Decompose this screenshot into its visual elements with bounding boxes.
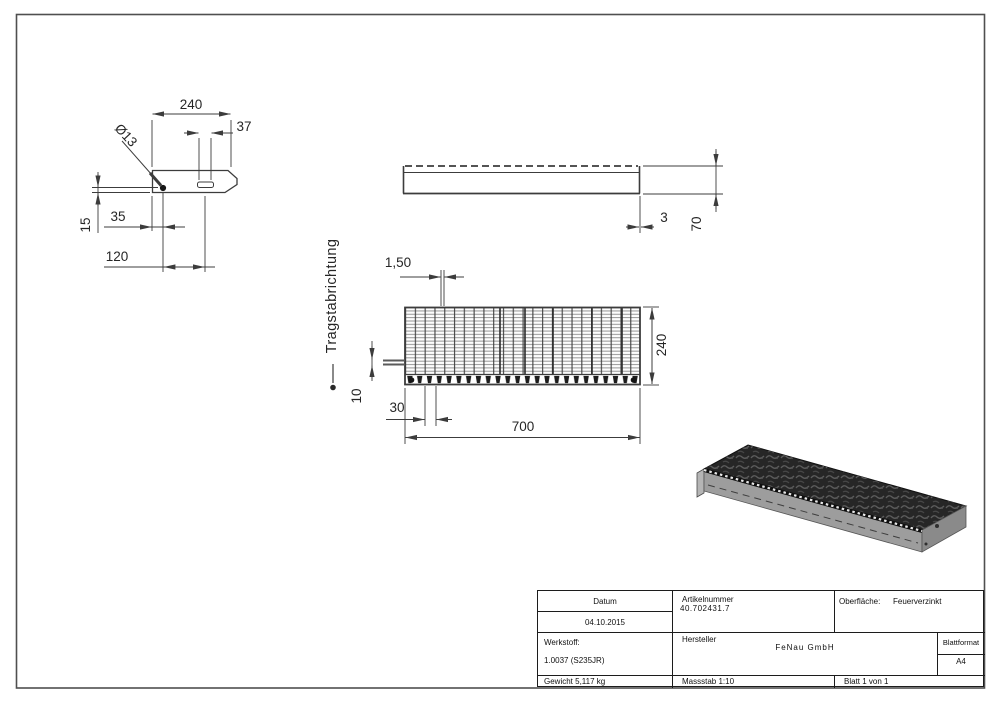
dim-10: 10 [349, 388, 364, 403]
dim-3: 3 [660, 210, 668, 225]
artikelnummer-label: Artikelnummer [682, 595, 734, 604]
dim-240-top: 240 [180, 97, 203, 112]
isometric-view [696, 444, 968, 553]
datum-value: 04.10.2015 [584, 618, 626, 627]
dim-bar-thickness: 1,50 [385, 255, 411, 270]
artikelnummer-value: 40.702431.7 [680, 604, 730, 613]
oberflaeche-label: Oberfläche: [839, 597, 881, 606]
iso-right-end-cap [921, 505, 967, 553]
side-elevation-view: 3 70 [402, 149, 723, 233]
grating-mesh [405, 307, 640, 375]
dim-hole-diameter: Ø13 [112, 121, 140, 150]
massstab-value: Massstab 1:10 [682, 677, 735, 686]
hersteller-value: FeNau GmbH [775, 643, 835, 652]
end-plate-hole [159, 184, 167, 192]
iso-cap-hole [935, 524, 939, 528]
dim-70: 70 [689, 216, 704, 231]
werkstoff-label: Werkstoff: [544, 638, 580, 647]
dim-15: 15 [78, 217, 93, 232]
datum-label: Datum [593, 597, 617, 606]
grating-outline [404, 306, 641, 386]
bearing-bar-direction-label: Tragstabrichtung [324, 239, 340, 354]
direction-arrow-dot [330, 384, 336, 391]
dim-700: 700 [512, 419, 535, 434]
dim-35: 35 [110, 209, 125, 224]
oberflaeche-value: Feuerverzinkt [893, 597, 942, 606]
sheet-border [15, 13, 986, 689]
title-block: Datum 04.10.2015 Artikelnummer 40.702431… [537, 590, 985, 688]
plan-view: Tragstabrichtung [324, 239, 669, 444]
serrated-nosing-strip [405, 374, 640, 385]
end-plate-slot [197, 181, 214, 188]
werkstoff-value: 1.0037 (S235JR) [544, 656, 605, 665]
iso-left-end-plate [696, 468, 705, 498]
dim-37: 37 [236, 119, 251, 134]
gewicht-value: Gewicht 5,117 kg [544, 677, 606, 686]
end-plate-detail-view: 240 37 Ø13 15 35 120 [78, 97, 252, 272]
iso-cap-hole [924, 542, 928, 546]
blattformat-value: A4 [956, 657, 966, 666]
dim-30: 30 [389, 400, 404, 415]
hersteller-label: Hersteller [682, 635, 717, 644]
dim-240-depth: 240 [654, 334, 669, 357]
dim-120: 120 [106, 249, 129, 264]
end-plate-outline [151, 169, 238, 194]
blattformat-label: Blattformat [942, 638, 980, 647]
blatt-value: Blatt 1 von 1 [844, 677, 889, 686]
